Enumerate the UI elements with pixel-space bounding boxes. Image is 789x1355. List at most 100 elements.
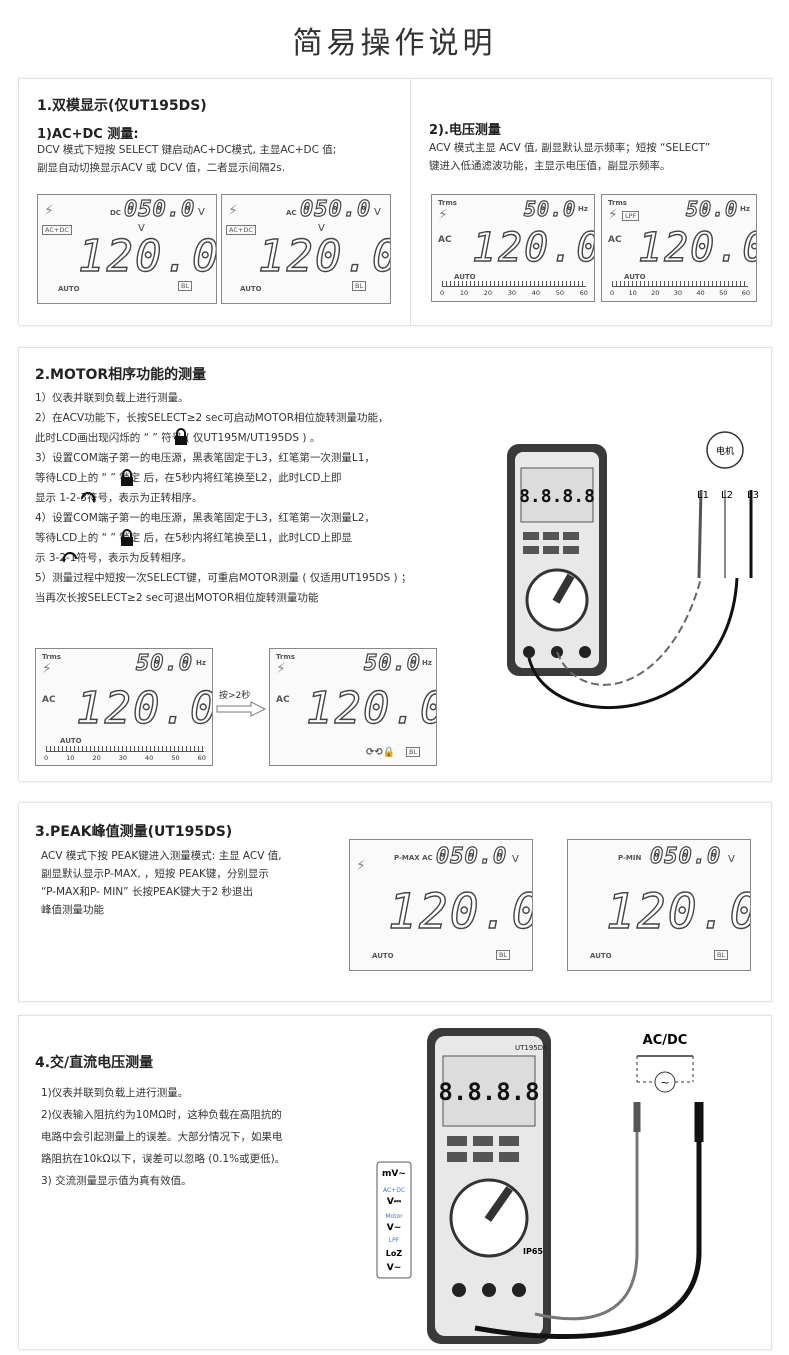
rotation-ccw-icon bbox=[62, 552, 77, 563]
text-line: 键进入低通滤波功能，主显示电压值，副显示频率。 bbox=[429, 160, 671, 172]
vdc-label: V⎓ bbox=[387, 1197, 402, 1207]
sub-unit: V bbox=[374, 207, 381, 218]
lock-icon bbox=[175, 428, 187, 445]
text-line: 副显默认显示P-MAX, ，短按 PEAK键，分别显示 bbox=[41, 868, 269, 880]
lcd-display-pmin: P-MIN 050.0 V 120.0 AUTO BL bbox=[567, 839, 751, 971]
auto-label: AUTO bbox=[372, 952, 394, 960]
auto-label: AUTO bbox=[58, 285, 80, 293]
auto-label: AUTO bbox=[454, 273, 476, 281]
text-line: 1)仪表并联到负载上进行测量。 bbox=[41, 1087, 189, 1099]
section-motor-phase: 2.MOTOR相序功能的测量 1）仪表并联到负载上进行测量。 2）在ACV功能下… bbox=[18, 347, 772, 782]
text-line: 2)仪表输入阻抗约为10MΩ时，这种负载在高阻抗的 bbox=[41, 1109, 282, 1121]
main-reading: 120.0 bbox=[605, 883, 751, 940]
text-line: DCV 模式下短按 SELECT 键启动AC+DC模式, 主显AC+DC 值; bbox=[37, 144, 337, 156]
sub-reading: 050.0 bbox=[123, 196, 196, 222]
page-title: 简易操作说明 bbox=[292, 26, 497, 61]
acdc-description: DCV 模式下短按 SELECT 键启动AC+DC模式, 主显AC+DC 值; … bbox=[37, 141, 336, 177]
acdc-badge: AC+DC bbox=[226, 225, 256, 235]
text-line: 等待LCD上的 “ ” 锁定 后，在5秒内将红笔换至L1，此时LCD上即显 bbox=[35, 532, 352, 544]
scale-tick: 10 bbox=[628, 289, 637, 297]
auto-label: AUTO bbox=[240, 285, 262, 293]
warning-bolt-icon: ⚡ bbox=[44, 203, 54, 219]
backlight-badge: BL bbox=[714, 950, 729, 960]
main-unit: V bbox=[318, 223, 325, 234]
motor-instructions: 1）仪表并联到负载上进行测量。 2）在ACV功能下，长按SELECT≥2 sec… bbox=[35, 388, 411, 608]
lcd-display-pmax: ⚡ P-MAX AC 050.0 V 120.0 AUTO BL bbox=[349, 839, 533, 971]
scale-tick: 60 bbox=[197, 754, 206, 762]
trms-label: Trms bbox=[608, 199, 627, 207]
backlight-badge: BL bbox=[352, 281, 367, 291]
warning-bolt-icon: ⚡ bbox=[228, 203, 238, 219]
mv-label: mV~ bbox=[382, 1169, 406, 1179]
scale-tick: 20 bbox=[92, 754, 101, 762]
bargraph-scale: 0 10 20 30 40 50 60 bbox=[440, 289, 588, 297]
scale-tick: 30 bbox=[118, 754, 128, 762]
acdc-label: AC/DC bbox=[643, 1033, 688, 1048]
scale-tick: 50 bbox=[171, 754, 180, 762]
text-line: 路阻抗在10kΩ以下，误差可以忽略 (0.1%或更低)。 bbox=[41, 1153, 286, 1165]
lcd-display-acv-1: Trms ⚡ 50.0 Hz AC 120.0 AUTO 0 10 20 30 … bbox=[431, 194, 595, 302]
section-peak: 3.PEAK峰值测量(UT195DS) ACV 模式下按 PEAK键进入测量模式… bbox=[18, 802, 772, 1002]
scale-tick: 10 bbox=[66, 754, 75, 762]
scale-tick: 10 bbox=[459, 289, 469, 297]
warning-bolt-icon: ⚡ bbox=[356, 858, 366, 874]
scale-tick: 60 bbox=[741, 289, 750, 297]
meter-display: 8.8.8.8 bbox=[519, 486, 595, 507]
hz-unit: Hz bbox=[196, 659, 206, 667]
auto-label: AUTO bbox=[624, 273, 646, 281]
scale-tick: 40 bbox=[696, 289, 705, 297]
sub-unit: V bbox=[512, 854, 519, 865]
section-heading: 2.MOTOR相序功能的测量 bbox=[35, 367, 207, 383]
lcd-display-acv-2: Trms ⚡ LPF 50.0 Hz AC 120.0 AUTO 0 10 20… bbox=[601, 194, 757, 302]
sub-prefix: AC bbox=[286, 209, 297, 217]
main-reading: 120.0 bbox=[75, 682, 213, 734]
scale-tick: 60 bbox=[579, 289, 588, 297]
pmax-label: P-MAX AC bbox=[394, 854, 433, 862]
section-heading: 3.PEAK峰值测量(UT195DS) bbox=[35, 824, 233, 840]
text-line: 显示 1-2-3符号，表示为正转相序。 bbox=[35, 492, 203, 504]
acdc-meter-diagram: UT195DS 8.8.8.8 IP65 mV~ AC+DC V⎓ Motor … bbox=[376, 1028, 704, 1344]
voltage-description: ACV 模式主显 ACV 值, 副显默认显示频率；短按 “SELECT” 键进入… bbox=[429, 139, 710, 175]
text-line: 当再次长按SELECT≥2 sec可退出MOTOR相位旋转测量功能 bbox=[35, 592, 319, 604]
text-line: 副显自动切换显示ACV 或 DCV 值，二者显示间隔2s. bbox=[37, 162, 286, 174]
arrow-label: 按>2秒 bbox=[219, 691, 251, 701]
text-line: 4）设置COM端子第一的电压源，黑表笔固定于L3，红笔第一次测量L2， bbox=[35, 512, 375, 524]
hz-unit: Hz bbox=[578, 205, 588, 213]
ac-label: AC bbox=[608, 235, 622, 245]
l1-label: L1 bbox=[697, 490, 709, 501]
lcd-display-acdc-1: ⚡ AC+DC DC 050.0 V V 120.0 AUTO BL bbox=[37, 194, 217, 304]
backlight-badge: BL bbox=[496, 950, 511, 960]
scale-tick: 0 bbox=[610, 289, 615, 297]
svg-text:~: ~ bbox=[660, 1076, 669, 1089]
vac2-label: V~ bbox=[387, 1263, 402, 1273]
ip-label: IP65 bbox=[523, 1247, 543, 1256]
text-line: 此时LCD画出现闪烁的 “ ” 符号 ( 仅UT195M/UT195DS ) 。 bbox=[35, 432, 321, 444]
l2-label: L2 bbox=[721, 490, 733, 501]
motor-small-label: Motor bbox=[385, 1213, 403, 1220]
scale-tick: 20 bbox=[651, 289, 660, 297]
subheading-voltage: 2).电压测量 bbox=[429, 123, 501, 138]
scale-tick: 0 bbox=[440, 289, 445, 297]
subheading-acdc: 1)AC+DC 测量: bbox=[37, 127, 139, 142]
sub-prefix: DC bbox=[110, 209, 121, 217]
main-reading: 120.0 bbox=[637, 224, 757, 271]
text-line: ACV 模式下按 PEAK键进入测量模式: 主显 ACV 值, bbox=[41, 850, 282, 862]
backlight-badge: BL bbox=[406, 747, 421, 757]
sub-reading: 50.0 bbox=[685, 196, 739, 221]
lpf-label: LPF bbox=[389, 1237, 400, 1244]
sub-unit: V bbox=[198, 207, 205, 218]
text-line: 电路中会引起测量上的误差。大部分情况下，如果电 bbox=[41, 1131, 283, 1143]
bargraph-scale: 0 10 20 30 40 50 60 bbox=[610, 289, 750, 297]
ac-label: AC bbox=[438, 235, 452, 245]
text-line: 3）设置COM端子第一的电压源，黑表笔固定于L3，红笔第一次测量L1， bbox=[35, 452, 375, 464]
scale-tick: 50 bbox=[719, 289, 728, 297]
auto-label: AUTO bbox=[60, 737, 82, 745]
lcd-display-motor-2: Trms ⚡ 50.0 Hz AC 120.0 ⟳⟲🔒 BL bbox=[269, 648, 437, 766]
section-acdc-voltage: 4.交/直流电压测量 1)仪表并联到负载上进行测量。 2)仪表输入阻抗约为10M… bbox=[18, 1015, 772, 1350]
sub-reading: 50.0 bbox=[523, 196, 577, 221]
warning-bolt-icon: ⚡ bbox=[438, 207, 448, 223]
trms-label: Trms bbox=[276, 653, 295, 661]
lcd-display-motor-1: Trms ⚡ 50.0 Hz AC 120.0 AUTO 0 10 20 30 … bbox=[35, 648, 213, 766]
main-reading: 120.0 bbox=[305, 682, 437, 734]
l3-label: L3 bbox=[747, 490, 759, 501]
